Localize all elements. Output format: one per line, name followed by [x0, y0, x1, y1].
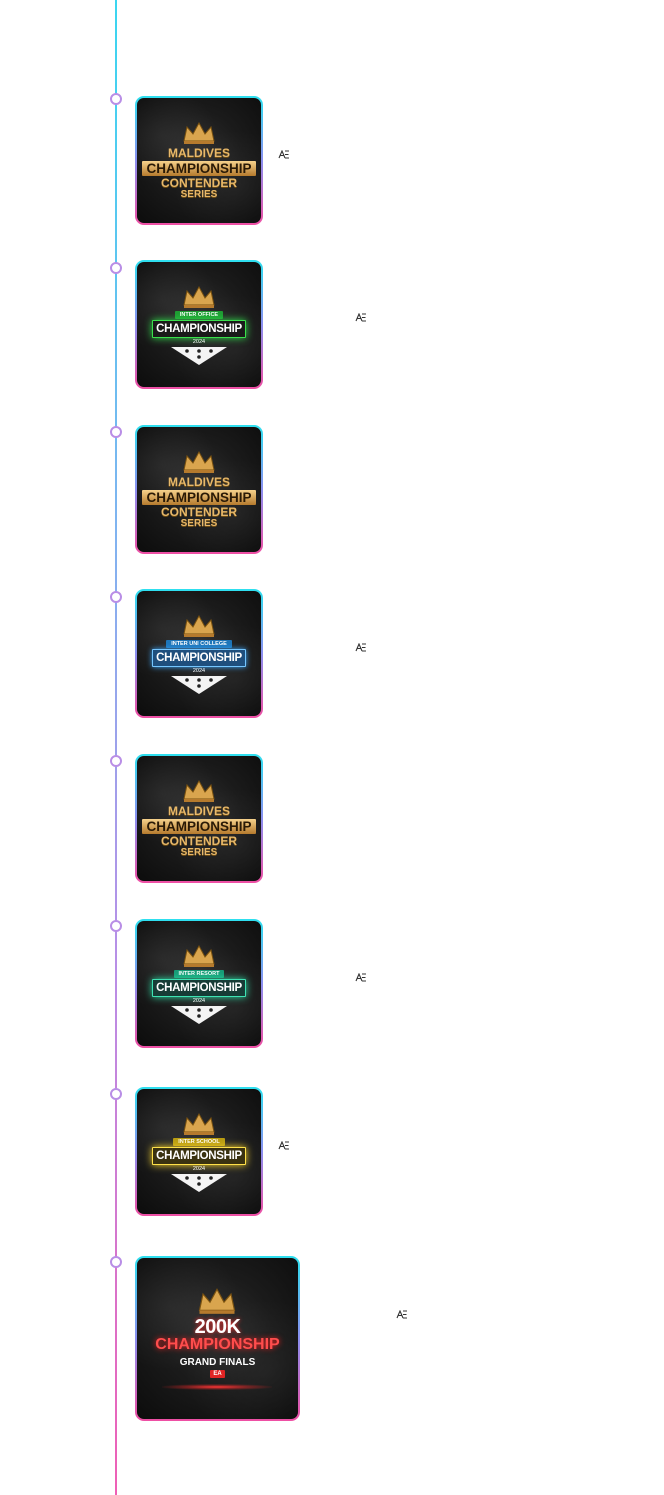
badge-line: CONTENDER	[160, 505, 237, 520]
badge-line: CHAMPIONSHIP	[142, 160, 256, 177]
event-card-mccs[interactable]: MALDIVES CHAMPIONSHIP CONTENDER SERIES	[135, 425, 263, 554]
crown-icon	[182, 614, 216, 638]
badge-subtitle: GRAND FINALS	[179, 1356, 256, 1368]
badge-title: CHAMPIONSHIP	[152, 978, 246, 997]
event-badge: MALDIVES CHAMPIONSHIP CONTENDER SERIES	[142, 779, 256, 858]
event-card-grand-finals[interactable]: 200K CHAMPIONSHIP GRAND FINALS EA	[135, 1256, 300, 1421]
badge-year: 2024	[192, 997, 206, 1004]
badge-prize: 200K	[194, 1316, 241, 1339]
badge-title: CHAMPIONSHIP	[152, 319, 246, 338]
timeline-node-icon	[110, 591, 122, 603]
event-card-mccs[interactable]: MALDIVES CHAMPIONSHIP CONTENDER SERIES	[135, 754, 263, 883]
crown-icon	[182, 779, 216, 803]
badge-year: 2024	[192, 667, 206, 674]
stars-icon	[169, 675, 229, 694]
event-badge: 200K CHAMPIONSHIP GRAND FINALS EA	[155, 1287, 280, 1390]
event-card-inter-office[interactable]: INTER OFFICE CHAMPIONSHIP 2024	[135, 260, 263, 389]
badge-tag: INTER SCHOOL	[173, 1137, 225, 1146]
crown-icon	[182, 285, 216, 309]
crown-icon	[182, 121, 216, 145]
ea-logo-icon	[355, 643, 367, 652]
badge-tag: INTER UNI COLLEGE	[166, 639, 232, 648]
event-card-mccs[interactable]: MALDIVES CHAMPIONSHIP CONTENDER SERIES	[135, 96, 263, 225]
badge-line: CONTENDER	[160, 176, 237, 191]
badge-line: CHAMPIONSHIP	[142, 489, 256, 506]
badge-title: CHAMPIONSHIP	[155, 1336, 280, 1354]
badge-line: CONTENDER	[160, 834, 237, 849]
timeline-node-icon	[110, 920, 122, 932]
badge-line: SERIES	[180, 188, 218, 200]
timeline-line	[115, 0, 117, 1495]
badge-line: MALDIVES	[167, 146, 230, 161]
badge-title: CHAMPIONSHIP	[152, 648, 246, 667]
badge-tag: INTER RESORT	[173, 969, 225, 978]
timeline-node-icon	[110, 1088, 122, 1100]
ea-logo-icon	[355, 973, 367, 982]
badge-title: CHAMPIONSHIP	[152, 1146, 246, 1165]
event-badge: MALDIVES CHAMPIONSHIP CONTENDER SERIES	[142, 450, 256, 529]
ea-logo-icon	[278, 1141, 290, 1150]
crown-icon	[196, 1287, 238, 1315]
badge-line: MALDIVES	[167, 804, 230, 819]
event-card-inter-resort[interactable]: INTER RESORT CHAMPIONSHIP 2024	[135, 919, 263, 1048]
ea-logo-icon: EA	[210, 1369, 225, 1378]
timeline-node-icon	[110, 262, 122, 274]
event-badge: INTER RESORT CHAMPIONSHIP 2024	[152, 944, 246, 1024]
timeline-node-icon	[110, 755, 122, 767]
timeline-node-icon	[110, 93, 122, 105]
glow-decoration	[162, 1383, 273, 1390]
badge-line: SERIES	[180, 846, 218, 858]
ea-logo-icon	[355, 313, 367, 322]
timeline-node-icon	[110, 426, 122, 438]
event-badge: INTER SCHOOL CHAMPIONSHIP 2024	[152, 1112, 246, 1192]
ea-logo-icon	[278, 150, 290, 159]
badge-line: SERIES	[180, 517, 218, 529]
timeline-node-icon	[110, 1256, 122, 1268]
stars-icon	[169, 1173, 229, 1192]
badge-line: CHAMPIONSHIP	[142, 818, 256, 835]
badge-year: 2024	[192, 1165, 206, 1172]
ea-logo-icon	[396, 1310, 408, 1319]
stars-icon	[169, 1005, 229, 1024]
stars-icon	[169, 346, 229, 365]
badge-line: MALDIVES	[167, 475, 230, 490]
event-card-inter-school[interactable]: INTER SCHOOL CHAMPIONSHIP 2024	[135, 1087, 263, 1216]
crown-icon	[182, 450, 216, 474]
badge-tag: INTER OFFICE	[174, 310, 224, 319]
crown-icon	[182, 1112, 216, 1136]
event-badge: INTER UNI COLLEGE CHAMPIONSHIP 2024	[152, 614, 246, 694]
badge-year: 2024	[192, 338, 206, 345]
crown-icon	[182, 944, 216, 968]
event-badge: INTER OFFICE CHAMPIONSHIP 2024	[152, 285, 246, 365]
event-badge: MALDIVES CHAMPIONSHIP CONTENDER SERIES	[142, 121, 256, 200]
event-card-inter-uni-college[interactable]: INTER UNI COLLEGE CHAMPIONSHIP 2024	[135, 589, 263, 718]
